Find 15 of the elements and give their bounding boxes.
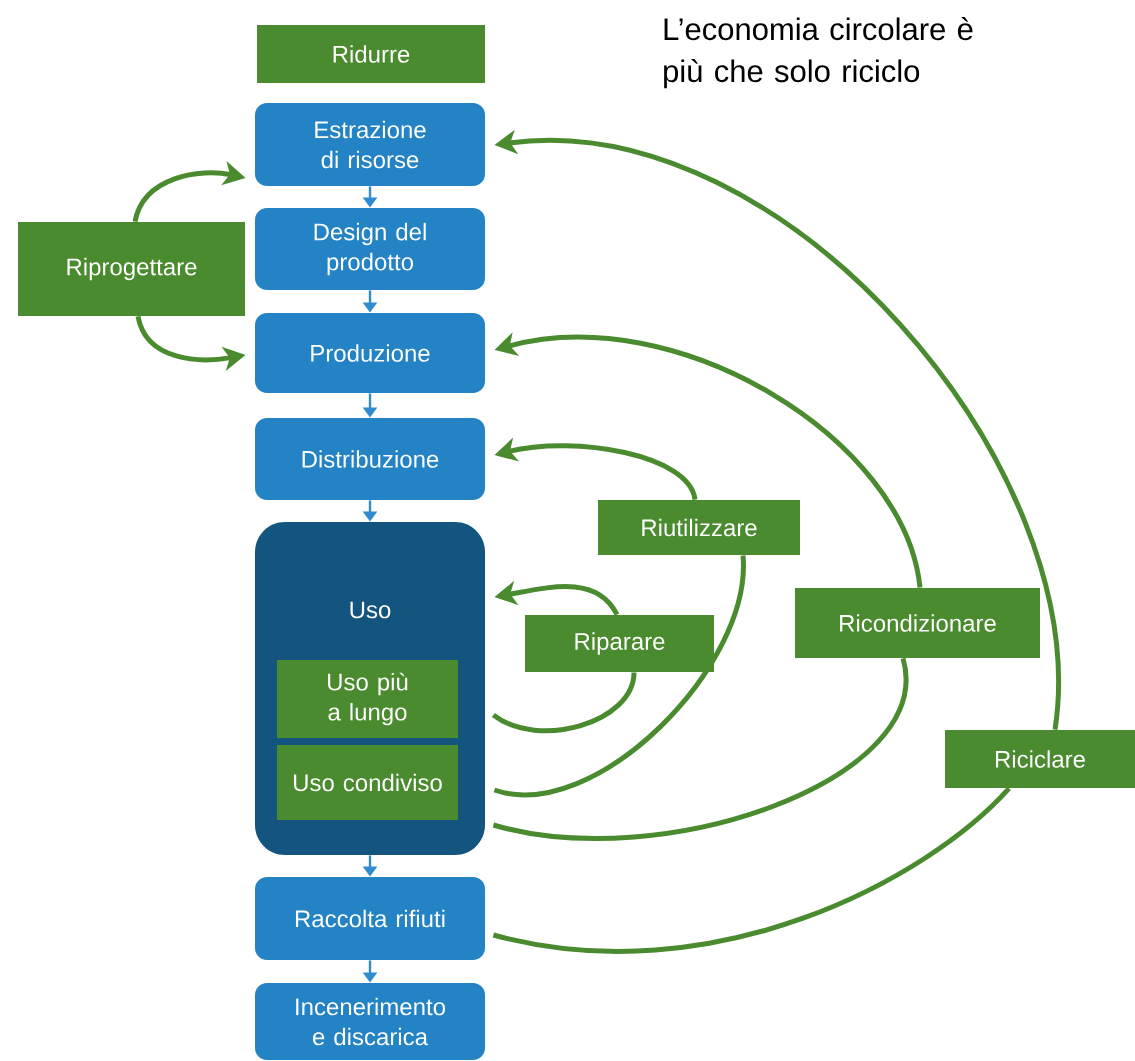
stage-box: Design del prodotto (255, 208, 485, 290)
action-box: Ricondizionare (795, 588, 1040, 658)
stage-box: Distribuzione (255, 418, 485, 500)
action-box: Ridurre (257, 25, 485, 83)
action-box: Riprogettare (18, 222, 245, 316)
stage-box: Raccolta rifiuti (255, 877, 485, 960)
action-box: Riutilizzare (598, 500, 800, 555)
title: L’economia circolare è più che solo riciclo (664, 17, 973, 89)
stage-box: Incenerimento e discarica (255, 983, 485, 1060)
stage-box: Estrazione di risorse (255, 103, 485, 186)
practice-box: Uso condiviso (277, 745, 458, 820)
practice-box: Uso più a lungo (277, 660, 458, 738)
action-box: Riciclare (945, 730, 1135, 788)
stage-box: Produzione (255, 313, 485, 393)
action-box: Riparare (525, 615, 714, 672)
